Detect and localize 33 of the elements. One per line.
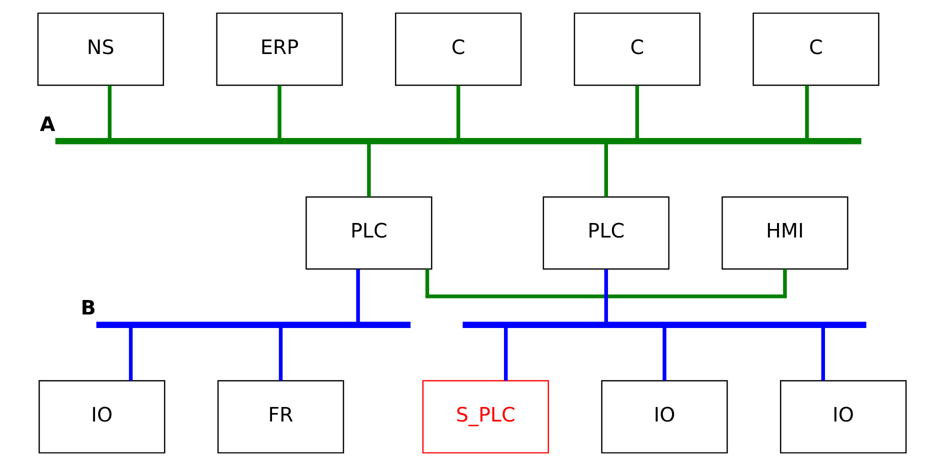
node-box: C	[395, 12, 522, 86]
connector	[278, 86, 282, 138]
node-bar	[96, 322, 411, 328]
node-box: IO	[38, 380, 166, 454]
node-bar	[462, 322, 866, 328]
connector	[504, 328, 508, 381]
connector	[821, 328, 825, 381]
connector	[662, 328, 666, 381]
connector	[425, 269, 787, 298]
connector	[356, 269, 360, 322]
connector	[108, 86, 112, 138]
node-bar	[55, 138, 862, 144]
node-box: NS	[37, 12, 164, 86]
connector	[128, 328, 133, 381]
node-box: C	[574, 12, 700, 86]
connector	[456, 86, 460, 138]
node-box: IO	[780, 380, 907, 454]
node-box: ERP	[216, 12, 343, 86]
node-box: PLC	[542, 196, 670, 270]
node-label: A	[40, 112, 56, 136]
node-label: B	[80, 296, 96, 320]
node-box: IO	[601, 380, 728, 454]
connector	[604, 269, 608, 322]
node-box: PLC	[306, 196, 432, 270]
connector	[635, 86, 640, 138]
connector	[805, 86, 809, 138]
node-box: HMI	[722, 196, 848, 270]
connector	[367, 144, 371, 197]
connector	[604, 144, 608, 197]
connector	[278, 328, 283, 381]
node-box: C	[752, 12, 880, 86]
node-box: S_PLC	[422, 380, 549, 454]
node-box: FR	[217, 380, 344, 454]
